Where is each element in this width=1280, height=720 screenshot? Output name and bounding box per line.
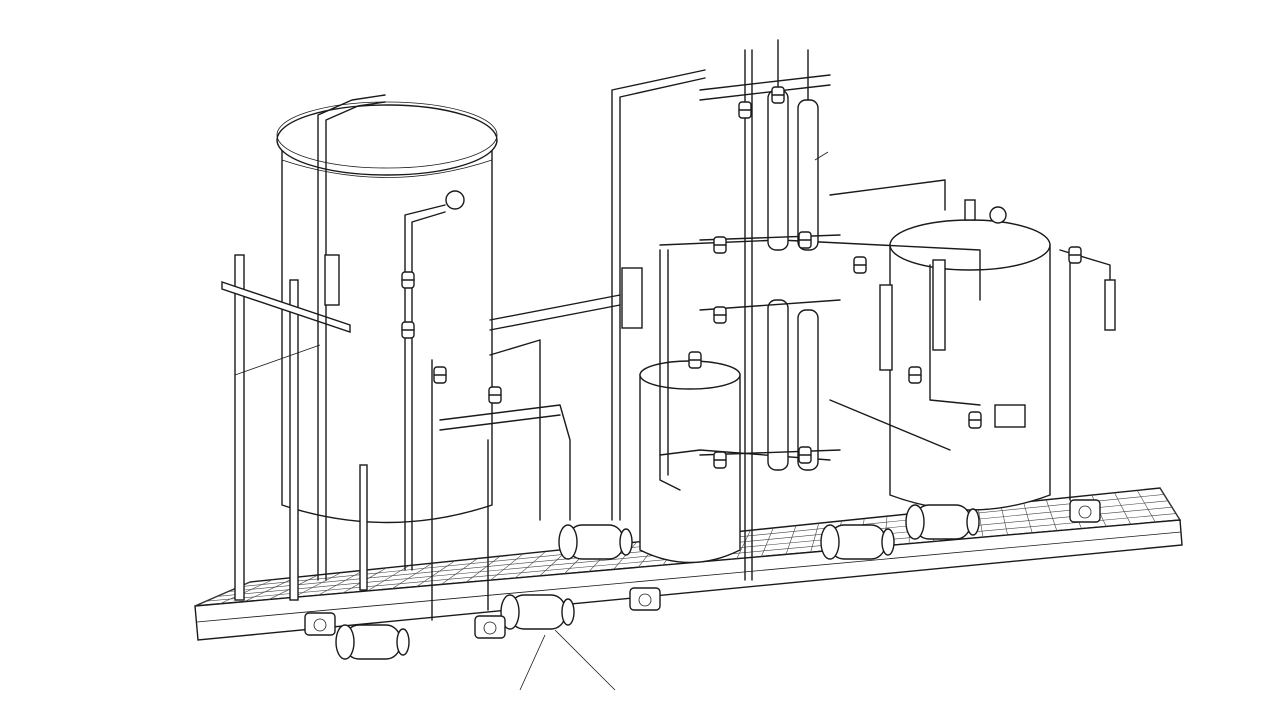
grating-bar (1159, 487, 1181, 521)
valve (488, 386, 502, 404)
grating-bar (244, 577, 296, 602)
grating-bar (1000, 504, 1008, 536)
grating-bar (810, 523, 820, 553)
grating-bar (977, 506, 984, 538)
pump-motor (558, 524, 633, 560)
metering-pump (474, 615, 506, 639)
grating-bar (416, 560, 455, 587)
valve (713, 236, 727, 254)
grating-bar (1023, 502, 1033, 533)
large-storage-tank (276, 101, 498, 524)
center-tank (639, 360, 741, 564)
valve (738, 101, 752, 119)
valve (968, 411, 982, 429)
grating-bar (219, 579, 273, 605)
grating-bar (514, 551, 546, 579)
grating-bar (465, 555, 501, 583)
valve (713, 306, 727, 324)
grating-bar (391, 562, 433, 590)
valve (433, 366, 447, 384)
right-tank (889, 219, 1051, 511)
grating-bar (613, 541, 637, 570)
valve (713, 451, 727, 469)
valve (908, 366, 922, 384)
grating-bar (293, 572, 342, 598)
pump-motor (905, 504, 980, 540)
valve (771, 86, 785, 104)
grating-bar (490, 553, 524, 581)
pump-motor (500, 594, 575, 630)
instruments (324, 190, 1116, 428)
pump-motor (820, 524, 895, 560)
valve (401, 271, 415, 289)
grating-bar (1136, 490, 1156, 523)
pump-motor (335, 624, 410, 660)
metering-pump (304, 612, 336, 636)
grating-bar (367, 565, 410, 592)
metering-pump (629, 587, 661, 611)
leader-lines (234, 151, 829, 691)
filter-columns (699, 39, 841, 581)
grating-bar (1045, 499, 1058, 531)
grating-bar (761, 527, 774, 557)
valves (401, 86, 1082, 469)
valve (853, 256, 867, 274)
grating-bar (441, 558, 478, 585)
grating-bar (785, 525, 797, 555)
pumps (304, 499, 1101, 660)
valve (798, 446, 812, 464)
metering-pump (1069, 499, 1101, 523)
grating-bar (317, 569, 364, 596)
grating-bar (1114, 492, 1132, 525)
valve (1068, 246, 1082, 264)
valve (688, 351, 702, 369)
grating-bar (736, 530, 751, 559)
valve (401, 321, 415, 339)
valve (798, 231, 812, 249)
